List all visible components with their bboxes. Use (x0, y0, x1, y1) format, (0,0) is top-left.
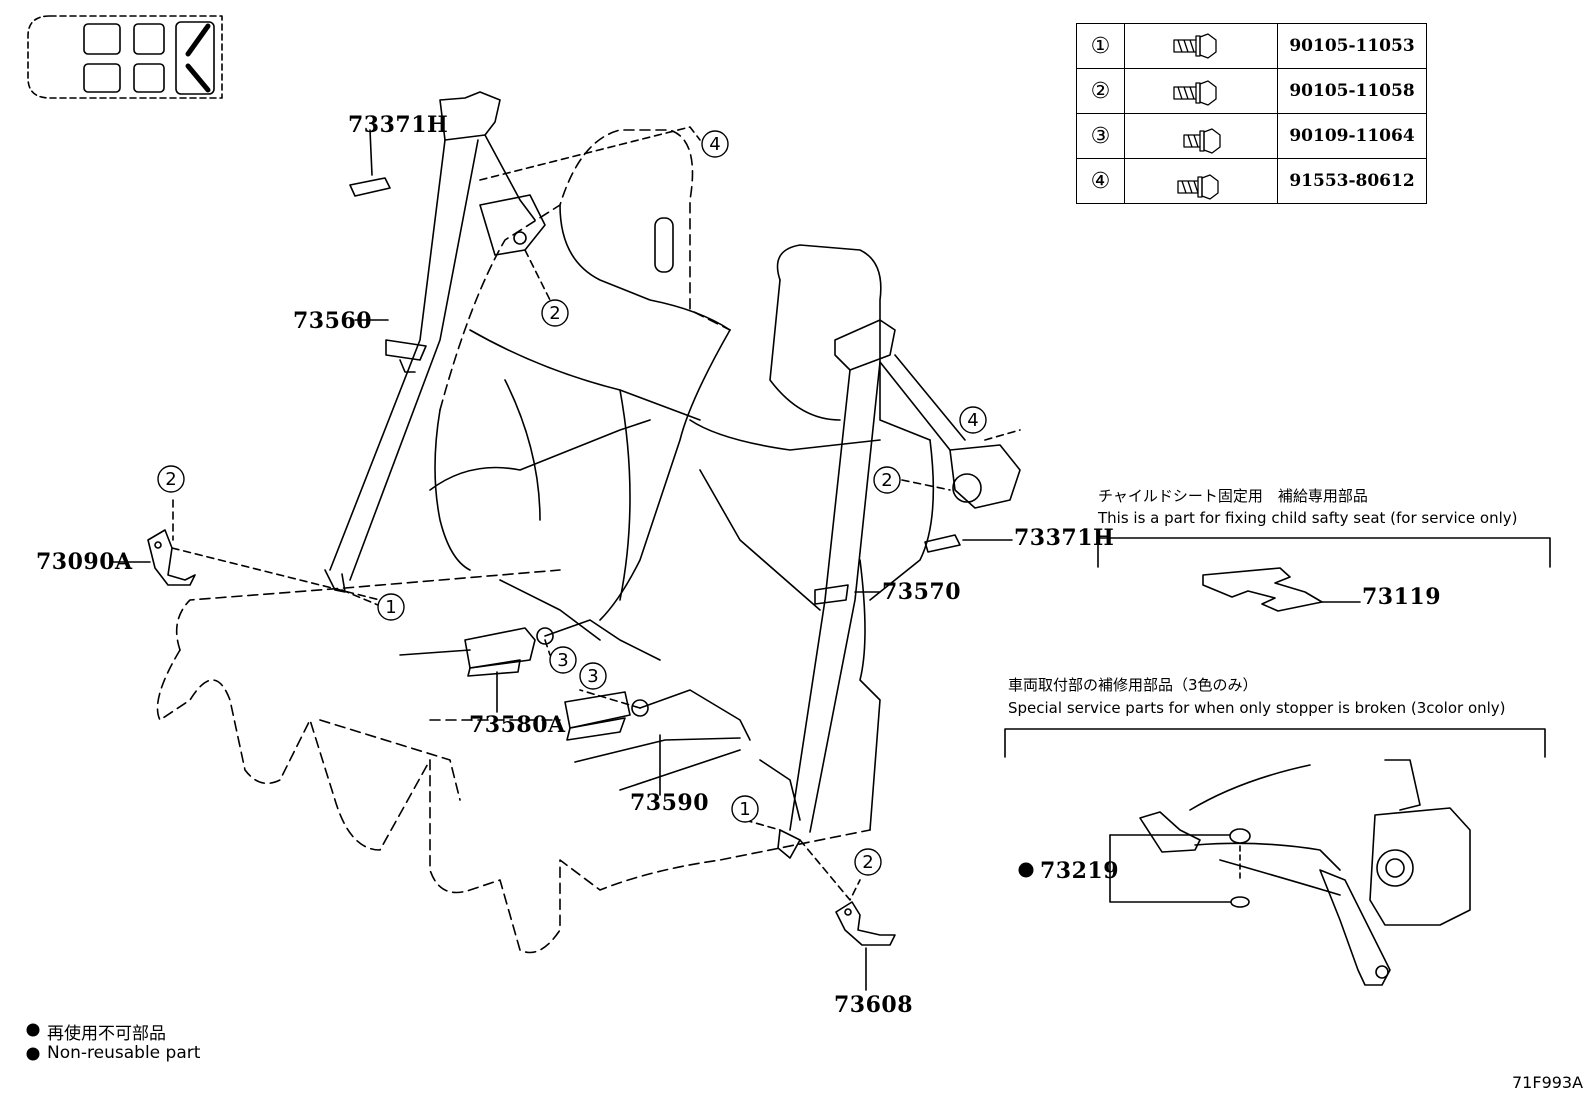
belt-stopper-73371h (349, 177, 961, 553)
figure-id: 71F993A (1512, 1073, 1584, 1092)
part-number-cell: 90105-11053 (1277, 23, 1427, 69)
callout-73090a: 73090A (36, 549, 133, 575)
callout-73590: 73590 (630, 790, 710, 816)
fastener-table: ① 90105-11053 ② 90105-11058 ③ 90109-1106… (1076, 23, 1427, 204)
marker-text: 3 (557, 650, 568, 671)
ref-marker-1-right: 1 (731, 795, 759, 823)
ref-marker-1-left: 1 (377, 593, 405, 621)
callout-73371h-top: 73371H (348, 112, 449, 138)
legend-jp: 再使用不可部品 (47, 1024, 166, 1044)
seatbelt-assembly-73560 (324, 91, 546, 593)
part-number-cell: 90109-11064 (1277, 113, 1427, 159)
vehicle-locator-icon (27, 15, 223, 99)
ref-marker-3-b: 3 (579, 662, 607, 690)
marker-text: 2 (881, 470, 892, 491)
seatbelt-assembly-73570 (777, 319, 1021, 859)
legend-en: Non-reusable part (47, 1043, 201, 1063)
table-row: ③ 90109-11064 (1076, 113, 1427, 159)
seatback-left (429, 129, 731, 601)
marker-text: 4 (967, 410, 978, 431)
child-seat-note-jp: チャイルドシート固定用 補給専用部品 (1098, 487, 1368, 505)
ref-cell: ② (1076, 68, 1125, 114)
reference-lines (171, 126, 1021, 901)
fastener-icon-cell (1124, 23, 1278, 69)
child-seat-anchor-panel (1097, 537, 1551, 612)
callout-73219: 73219 (1040, 858, 1120, 884)
ref-marker-4-right: 4 (959, 406, 987, 434)
ref-marker-2-headrest: 2 (541, 299, 569, 327)
fastener-icon-cell (1124, 158, 1278, 204)
callout-73560: 73560 (293, 308, 373, 334)
marker-text: 2 (549, 303, 560, 324)
callout-73119: 73119 (1362, 584, 1442, 610)
fastener-icon-cell (1124, 68, 1278, 114)
seat-frame-outline (156, 569, 871, 954)
ref-marker-2-left: 2 (157, 465, 185, 493)
leader-lines (109, 129, 1361, 991)
fastener-icon-cell (1124, 113, 1278, 159)
marker-text: 2 (862, 852, 873, 873)
part-number-cell: 91553-80612 (1277, 158, 1427, 204)
buckle-73590 (564, 689, 751, 763)
marker-text: 1 (739, 799, 750, 820)
marker-text: 4 (709, 134, 720, 155)
callout-73580a: 73580A (469, 712, 566, 738)
buckle-73580a (399, 579, 661, 677)
stopper-repair-panel (1004, 728, 1546, 986)
non-reusable-bullet-icon (1018, 862, 1034, 878)
child-seat-note-en: This is a part for fixing child safty se… (1098, 509, 1518, 527)
ref-marker-3-a: 3 (549, 646, 577, 674)
stopper-note-jp: 車両取付部の補修用部品（3色のみ） (1008, 676, 1258, 694)
ref-cell: ① (1076, 23, 1125, 69)
callout-73570: 73570 (882, 579, 962, 605)
marker-text: 3 (587, 666, 598, 687)
anchor-bracket-73608 (835, 901, 896, 946)
ref-markers: 4 2 2 1 3 3 4 2 1 2 (157, 130, 987, 876)
marker-text: 2 (165, 469, 176, 490)
seatback-right (599, 244, 935, 831)
callout-73371h-right: 73371H (1014, 525, 1115, 551)
table-row: ① 90105-11053 (1076, 23, 1427, 69)
marker-text: 1 (385, 597, 396, 618)
ref-marker-4-top: 4 (701, 130, 729, 158)
non-reusable-bullet-icon (26, 1023, 40, 1037)
ref-cell: ③ (1076, 113, 1125, 159)
ref-cell: ④ (1076, 158, 1125, 204)
anchor-bracket-73090a (147, 529, 196, 586)
ref-marker-2-right: 2 (873, 466, 901, 494)
callout-73608: 73608 (834, 992, 914, 1018)
ref-marker-2-bottom: 2 (854, 848, 882, 876)
stopper-note-en: Special service parts for when only stop… (1008, 699, 1506, 717)
non-reusable-bullet-icon (26, 1047, 40, 1061)
table-row: ② 90105-11058 (1076, 68, 1427, 114)
part-number-cell: 90105-11058 (1277, 68, 1427, 114)
table-row: ④ 91553-80612 (1076, 158, 1427, 204)
